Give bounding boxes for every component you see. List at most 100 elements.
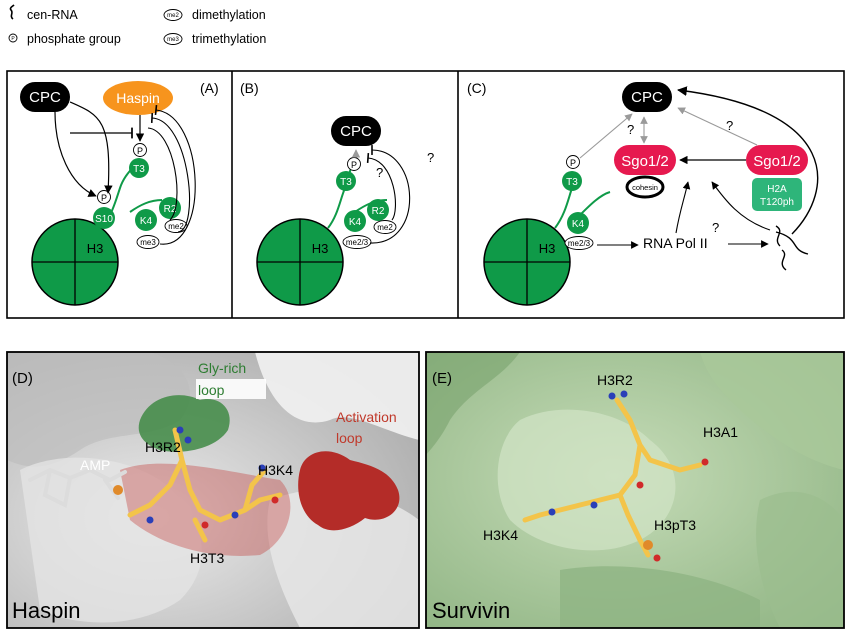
svg-text:P: P <box>351 160 357 170</box>
svg-text:R2: R2 <box>164 204 177 215</box>
phosphate-icon: P <box>8 33 18 43</box>
svg-text:K4: K4 <box>572 219 585 230</box>
legend-phosphate: phosphate group <box>27 32 121 46</box>
h2a-t120ph-box <box>752 178 802 211</box>
question-1: ? <box>376 165 383 180</box>
cpc-to-s10-arrow <box>69 101 113 194</box>
question-3: ? <box>712 220 719 235</box>
svg-text:P: P <box>101 193 107 203</box>
phospho-t3 <box>566 155 580 169</box>
svg-text:P: P <box>137 146 143 156</box>
legend-dimethylation: dimethylation <box>192 8 266 22</box>
rnapol-to-sgo-arrow <box>675 181 691 234</box>
svg-text:T120ph: T120ph <box>760 197 794 208</box>
sgo-right-node <box>746 145 808 175</box>
svg-text:me3: me3 <box>167 37 179 43</box>
legend-trimethylation: trimethylation <box>192 32 266 46</box>
me23-k4 <box>342 235 372 249</box>
panel-e: H3R2 H3A1 H3K4 H3pT3 (E) Survivin <box>425 351 845 629</box>
h3k4-label: H3K4 <box>258 462 293 478</box>
svg-text:P: P <box>11 36 15 42</box>
me2-r2 <box>373 220 397 234</box>
t3-to-cpc-arrow <box>579 113 633 159</box>
amp-sticks <box>28 467 127 508</box>
cpc-s10-arrow <box>54 111 97 197</box>
svg-text:R2: R2 <box>372 206 385 217</box>
question-2: ? <box>726 118 733 133</box>
panel-a: (A) CPC Haspin H3 T3 S10 K4 R2 P P me2 m… <box>20 80 219 306</box>
cpc-node <box>331 116 381 146</box>
svg-text:H2A: H2A <box>767 184 787 195</box>
activation-loop-label-2: loop <box>336 430 363 446</box>
feedback-line-1 <box>147 127 178 221</box>
legend: cen-RNA P phosphate group me2 dimethylat… <box>8 4 266 46</box>
svg-text:S10: S10 <box>95 214 113 225</box>
cohesin-ring <box>625 175 665 199</box>
panel-c-letter: (C) <box>467 80 486 96</box>
svg-text:me2: me2 <box>167 13 179 19</box>
cpc-label: CPC <box>29 89 61 106</box>
svg-text:Sgo1/2: Sgo1/2 <box>753 153 801 170</box>
inhibit-line-1 <box>366 153 396 221</box>
svg-text:Sgo1/2: Sgo1/2 <box>621 153 669 170</box>
gly-rich-label-2: loop <box>198 382 225 398</box>
svg-text:me2/3: me2/3 <box>568 239 591 248</box>
r2-residue <box>367 199 389 221</box>
cpc-node <box>20 82 70 112</box>
h3r2-label: H3R2 <box>597 372 633 388</box>
feedback-line-2 <box>150 113 191 233</box>
me3-k4 <box>136 235 160 249</box>
panel-b-letter: (B) <box>240 80 259 96</box>
svg-text:K4: K4 <box>140 216 153 227</box>
svg-text:cohesin: cohesin <box>632 183 658 192</box>
panel-a-letter: (A) <box>200 80 219 96</box>
svg-text:CPC: CPC <box>340 123 372 140</box>
haspin-name: Haspin <box>12 598 80 623</box>
sgo-left-node <box>614 145 676 175</box>
amp-label: AMP <box>80 457 110 473</box>
cenrna-to-sgo-arrow <box>711 181 771 231</box>
haspin-label: Haspin <box>116 90 160 106</box>
svg-text:H3: H3 <box>312 241 329 256</box>
k4-residue <box>135 209 157 231</box>
h3r2-label: H3R2 <box>145 439 181 455</box>
legend-cen-rna: cen-RNA <box>27 8 78 22</box>
cen-rna-icon <box>9 4 15 20</box>
dimethylation-icon: me2 <box>163 9 183 21</box>
t3-residue <box>336 171 356 191</box>
question-1: ? <box>627 122 634 137</box>
activation-loop-label-1: Activation <box>336 409 397 425</box>
cenrna-to-cpc-arrow <box>677 86 819 235</box>
panel-b: (B) CPC H3 T3 P K4 R2 me2 me2/3 ? ? <box>240 80 434 306</box>
r2-residue <box>159 197 181 219</box>
survivin-name: Survivin <box>432 598 510 623</box>
svg-text:CPC: CPC <box>631 89 663 106</box>
svg-text:K4: K4 <box>349 217 362 228</box>
panel-e-letter: (E) <box>432 370 452 387</box>
panel-c: (C) CPC H3 T3 P K4 me2/3 Sgo1/2 cohesin … <box>467 80 819 306</box>
h3pt3-label: H3pT3 <box>654 517 696 533</box>
svg-text:me2: me2 <box>168 222 184 231</box>
phospho-t3 <box>133 143 147 157</box>
cpc-node <box>622 82 672 112</box>
rna-pol-ii-label: RNA Pol II <box>643 235 708 251</box>
h3-tail <box>554 187 611 229</box>
panel-d: AMP Gly-rich loop Activation loop H3R2 H… <box>6 351 420 629</box>
svg-text:me2/3: me2/3 <box>346 238 369 247</box>
inhibit-line-2 <box>369 145 411 244</box>
h3-label: H3 <box>87 241 104 256</box>
svg-text:T3: T3 <box>340 177 352 188</box>
gly-rich-label-1: Gly-rich <box>198 360 246 376</box>
gly-rich-loop-surface <box>138 395 230 452</box>
question-2: ? <box>427 150 434 165</box>
trimethylation-icon: me3 <box>163 33 183 45</box>
svg-text:T3: T3 <box>133 164 145 175</box>
svg-text:H3: H3 <box>539 241 556 256</box>
s10-residue <box>93 207 115 229</box>
k4-residue <box>344 210 366 232</box>
activation-loop-surface <box>298 451 400 531</box>
svg-text:me2: me2 <box>377 223 393 232</box>
me23-k4 <box>564 236 594 250</box>
svg-text:T3: T3 <box>566 177 578 188</box>
